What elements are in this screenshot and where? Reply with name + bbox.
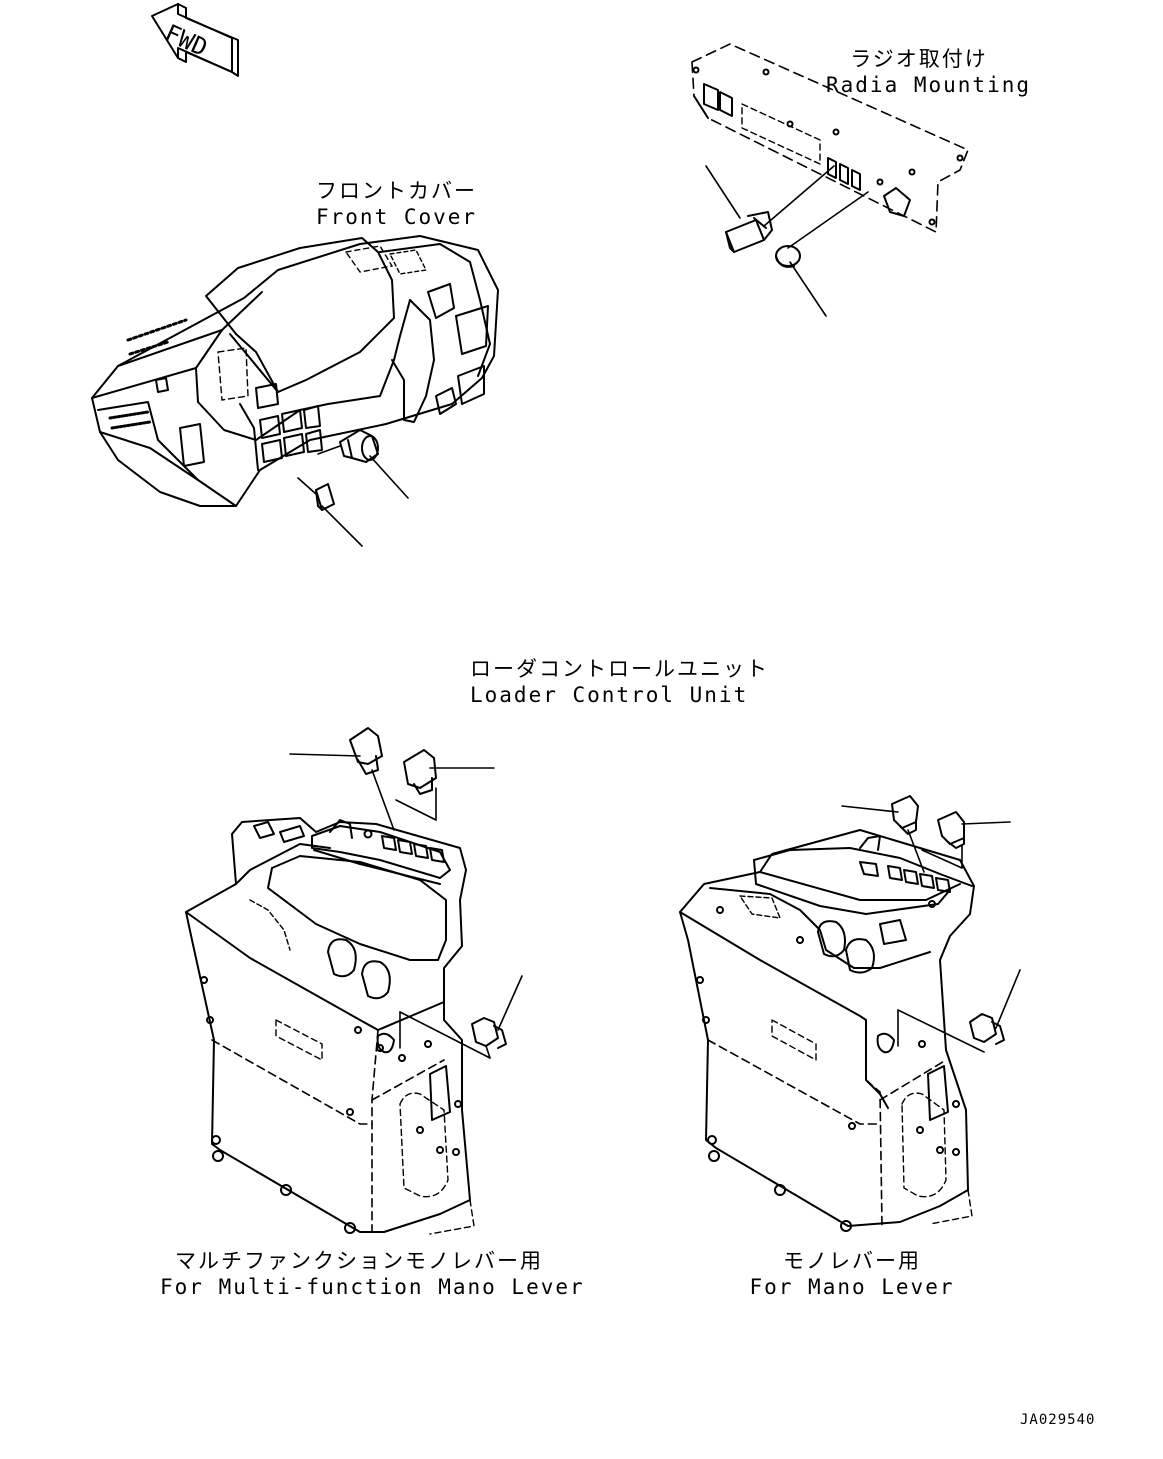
multi-function-label: マルチファンクションモノレバー用 For Multi-function Mano…: [160, 1248, 585, 1300]
front-cover-switch-part: [339, 429, 379, 463]
mano-leader-lines: [841, 805, 1021, 1053]
radio-mounting-label-en: Radia Mounting: [826, 73, 1032, 97]
radio-plug-part: [775, 245, 801, 268]
loader-control-unit-label-en: Loader Control Unit: [470, 683, 749, 707]
loader-control-unit-label-ja: ローダコントロールユニット: [470, 657, 769, 681]
multi-function-label-en: For Multi-function Mano Lever: [160, 1275, 585, 1299]
drawing-code: JA029540: [1020, 1412, 1096, 1428]
front-cover-cap-part: [315, 483, 335, 511]
radio-switch-part: [725, 211, 773, 253]
radio-leader-lines: [705, 165, 869, 317]
mano-lever-label-en: For Mano Lever: [749, 1275, 955, 1299]
radio-mounting-label-ja: ラジオ取付け: [850, 47, 988, 71]
front-cover-leader-lines: [297, 445, 409, 547]
front-cover: [91, 235, 499, 507]
control-unit-mano: [679, 829, 975, 1232]
radio-mounting-bracket: [691, 43, 969, 233]
loader-control-unit-label: ローダコントロールユニット Loader Control Unit: [470, 656, 769, 708]
front-cover-label: フロントカバー Front Cover: [316, 178, 476, 230]
radio-mounting-label: ラジオ取付け Radia Mounting: [826, 46, 1032, 98]
mano-lever-label-ja: モノレバー用: [783, 1249, 921, 1273]
multi-function-label-ja: マルチファンクションモノレバー用: [175, 1249, 543, 1273]
mano-switch-parts: [891, 795, 1005, 1045]
fwd-arrow-icon: FWD: [151, 3, 239, 77]
mano-lever-label: モノレバー用 For Mano Lever: [744, 1248, 960, 1300]
multi-leader-lines: [289, 753, 523, 1059]
front-cover-label-ja: フロントカバー: [316, 179, 477, 203]
control-unit-multi: [185, 817, 475, 1235]
front-cover-label-en: Front Cover: [316, 205, 478, 229]
